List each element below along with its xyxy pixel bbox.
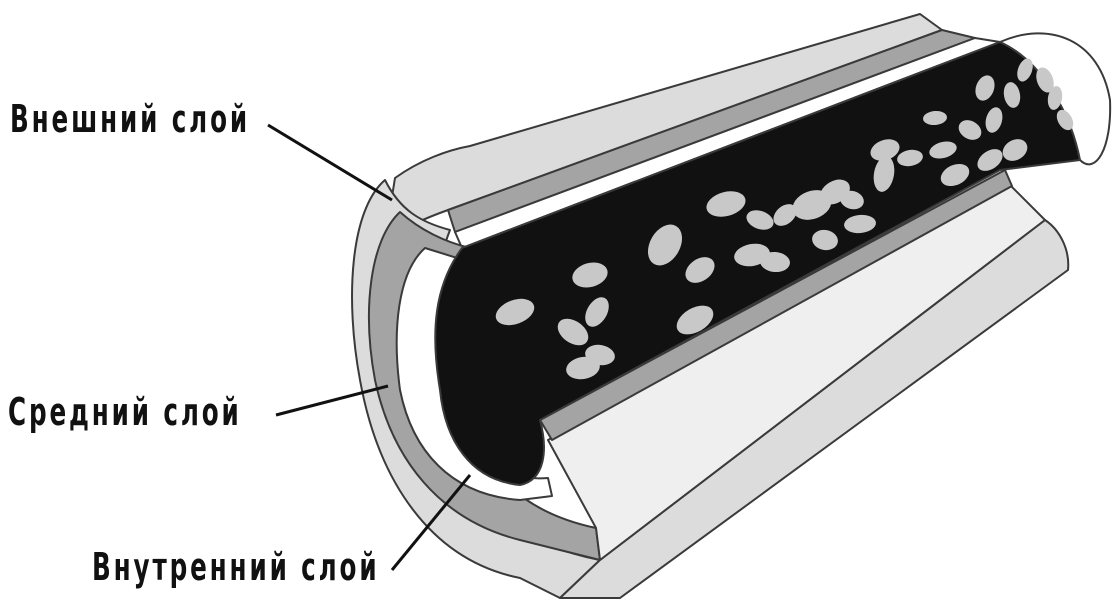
leader-line-outer [268,125,392,200]
outer-layer-label: Внешний слой [10,100,250,138]
inner-layer-label: Внутренний слой [92,548,379,586]
middle-layer-label: Средний слой [8,393,242,431]
